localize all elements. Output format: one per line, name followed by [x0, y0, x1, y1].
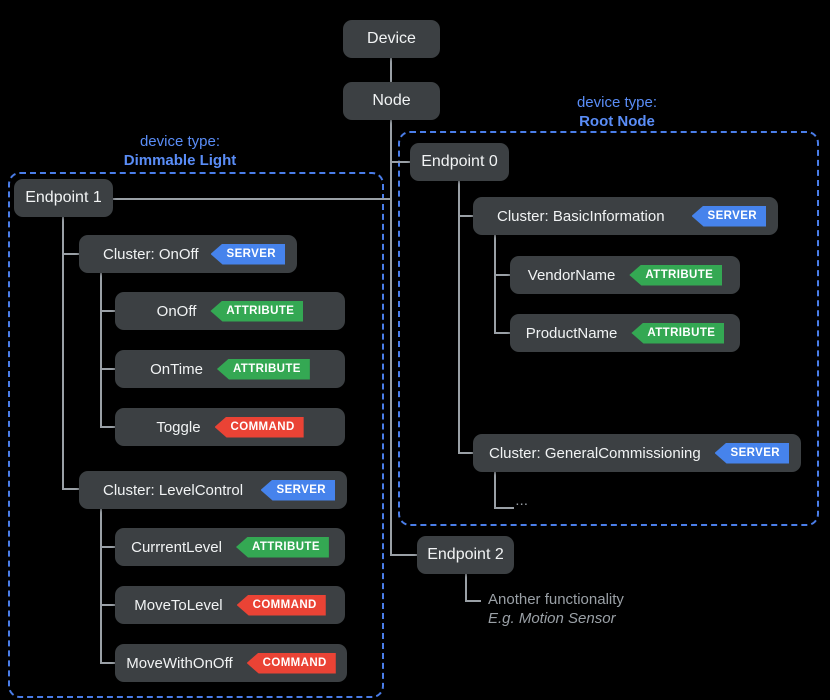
- cluster-onoff-label: Cluster: OnOff: [103, 245, 199, 263]
- connector-levelcontrol-children: [100, 509, 102, 664]
- cluster-basicinformation-box: Cluster: BasicInformation SERVER: [473, 197, 778, 235]
- connector-tick: [465, 600, 481, 602]
- connector-tick: [100, 426, 115, 428]
- cluster-generalcommissioning-label: Cluster: GeneralCommissioning: [489, 444, 701, 462]
- node-box: Node: [343, 82, 440, 120]
- connector-endpoint1-clusters: [62, 217, 64, 490]
- endpoint2-note-line2: E.g. Motion Sensor: [488, 610, 616, 627]
- device-type-name: Dimmable Light: [123, 152, 237, 169]
- ontime-attribute-box: OnTime ATTRIBUTE: [115, 350, 345, 388]
- attribute-badge: ATTRIBUTE: [629, 264, 723, 286]
- attribute-badge: ATTRIBUTE: [235, 536, 329, 558]
- ontime-attribute-label: OnTime: [150, 360, 203, 378]
- cluster-generalcommissioning-box: Cluster: GeneralCommissioning SERVER: [473, 434, 801, 472]
- connector-tick: [62, 253, 79, 255]
- movetolevel-command-label: MoveToLevel: [134, 596, 223, 614]
- endpoint2-box: Endpoint 2: [417, 536, 514, 574]
- productname-box: ProductName ATTRIBUTE: [510, 314, 740, 352]
- connector-endpoint0-clusters: [458, 181, 460, 454]
- currrentlevel-attribute-box: CurrrentLevel ATTRIBUTE: [115, 528, 345, 566]
- toggle-command-label: Toggle: [156, 418, 201, 436]
- connector-tick: [494, 507, 514, 509]
- connector-tick: [100, 604, 115, 606]
- onoff-attribute-box: OnOff ATTRIBUTE: [115, 292, 345, 330]
- movetolevel-command-box: MoveToLevel COMMAND: [115, 586, 345, 624]
- attribute-badge: ATTRIBUTE: [210, 300, 304, 322]
- endpoint0-box: Endpoint 0: [410, 143, 509, 181]
- server-badge: SERVER: [260, 479, 335, 501]
- connector-tick: [100, 368, 115, 370]
- dimmable-light-group-label: device type: Dimmable Light: [80, 132, 280, 170]
- endpoint1-box: Endpoint 1: [14, 179, 113, 217]
- endpoint2-note: Another functionality E.g. Motion Sensor: [488, 590, 624, 628]
- root-node-group-border: [398, 131, 819, 526]
- productname-label: ProductName: [525, 324, 618, 342]
- attribute-badge: ATTRIBUTE: [631, 322, 725, 344]
- connector-endpoint0: [390, 161, 410, 163]
- movewithonoff-command-box: MoveWithOnOff COMMAND: [115, 644, 347, 682]
- connector-endpoint2-note: [465, 574, 467, 602]
- connector-endpoint2: [390, 554, 417, 556]
- server-badge: SERVER: [714, 442, 789, 464]
- server-badge: SERVER: [210, 243, 285, 265]
- attribute-badge: ATTRIBUTE: [216, 358, 310, 380]
- endpoint2-label: Endpoint 2: [427, 546, 504, 563]
- command-badge: COMMAND: [214, 416, 304, 438]
- connector-device-node: [390, 58, 392, 82]
- connector-node-trunk: [390, 120, 392, 556]
- device-type-caption: device type:: [139, 133, 221, 150]
- connector-tick: [494, 332, 510, 334]
- connector-tick: [100, 662, 115, 664]
- dimmable-light-group-border: [8, 172, 384, 698]
- connector-onoff-children: [100, 273, 102, 428]
- connector-gencomm-ellipsis: [494, 472, 496, 509]
- cluster-levelcontrol-box: Cluster: LevelControl SERVER: [79, 471, 347, 509]
- connector-tick: [100, 546, 115, 548]
- movewithonoff-command-label: MoveWithOnOff: [126, 654, 233, 672]
- node-label: Node: [372, 92, 411, 109]
- connector-tick: [494, 274, 510, 276]
- connector-endpoint1: [113, 198, 391, 200]
- device-type-name: Root Node: [579, 113, 655, 130]
- cluster-onoff-box: Cluster: OnOff SERVER: [79, 235, 297, 273]
- device-type-caption: device type:: [576, 94, 658, 111]
- connector-tick: [458, 452, 473, 454]
- currrentlevel-attribute-label: CurrrentLevel: [131, 538, 222, 556]
- server-badge: SERVER: [691, 205, 766, 227]
- toggle-command-box: Toggle COMMAND: [115, 408, 345, 446]
- device-box: Device: [343, 20, 440, 58]
- device-label: Device: [367, 30, 416, 47]
- more-items-ellipsis: ...: [516, 497, 529, 508]
- connector-basicinfo-children: [494, 235, 496, 334]
- connector-tick: [100, 310, 115, 312]
- cluster-basicinformation-label: Cluster: BasicInformation: [497, 207, 665, 225]
- root-node-group-label: device type: Root Node: [517, 93, 717, 131]
- cluster-levelcontrol-label: Cluster: LevelControl: [103, 481, 244, 499]
- connector-tick: [62, 488, 79, 490]
- vendorname-box: VendorName ATTRIBUTE: [510, 256, 740, 294]
- connector-tick: [458, 215, 473, 217]
- onoff-attribute-label: OnOff: [156, 302, 197, 320]
- command-badge: COMMAND: [236, 594, 326, 616]
- command-badge: COMMAND: [246, 652, 336, 674]
- endpoint1-label: Endpoint 1: [25, 189, 102, 206]
- endpoint0-label: Endpoint 0: [421, 153, 498, 170]
- endpoint2-note-line1: Another functionality: [488, 591, 624, 608]
- vendorname-label: VendorName: [527, 266, 616, 284]
